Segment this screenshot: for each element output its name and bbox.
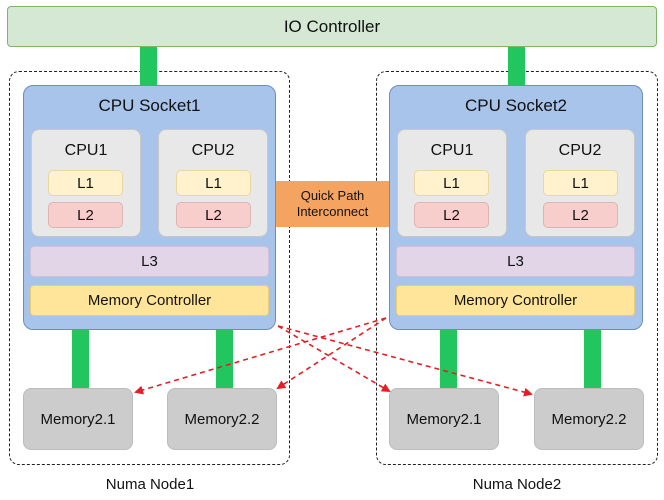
socket2-memory-controller: Memory Controller [396, 285, 635, 316]
numa2-memory-1: Memory2.1 [389, 388, 499, 450]
numa1-memory-1: Memory2.1 [23, 388, 133, 450]
mem-link-2-1 [440, 329, 457, 389]
socket2-cpu1-l1: L1 [414, 170, 489, 196]
l2-label: L2 [205, 206, 222, 224]
numa2-memory-2: Memory2.2 [534, 388, 644, 450]
mem-link-2-2 [584, 329, 601, 389]
numa1-memory-2: Memory2.2 [167, 388, 277, 450]
numa-node-1-label: Numa Node1 [105, 476, 195, 493]
memory-controller-label: Memory Controller [453, 292, 578, 309]
socket2-cpu1-l2: L2 [414, 202, 489, 228]
arrow-socket2-to-numa1-memory2 [276, 317, 387, 390]
interconnect-line-1: Quick Path [300, 188, 365, 203]
io-link-socket2 [508, 46, 525, 86]
io-controller: IO Controller [7, 6, 657, 47]
l2-label: L2 [77, 206, 94, 224]
l3-label: L3 [507, 253, 524, 270]
l1-label: L1 [205, 174, 222, 192]
socket2-cpu1-label: CPU1 [430, 142, 474, 159]
l2-label: L2 [443, 206, 460, 224]
socket2-cpu2-l1: L1 [543, 170, 618, 196]
memory-controller-label: Memory Controller [87, 292, 212, 309]
arrow-socket1-to-numa2-memory1 [277, 325, 391, 393]
socket1-l3: L3 [30, 246, 269, 277]
l3-label: L3 [141, 253, 158, 270]
l1-label: L1 [443, 174, 460, 192]
socket2-cpu2-label: CPU2 [558, 142, 602, 159]
io-link-socket1 [140, 46, 157, 86]
quick-path-interconnect: Quick Path Interconnect [276, 181, 389, 227]
mem-link-1-1 [72, 329, 89, 389]
socket2-l3: L3 [396, 246, 635, 277]
memory-label: Memory2.1 [40, 410, 116, 428]
socket1-cpu1-label: CPU1 [64, 142, 108, 159]
socket1-memory-controller: Memory Controller [30, 285, 269, 316]
cpu-socket-1-title: CPU Socket1 [98, 96, 201, 115]
socket1-cpu1-l1: L1 [48, 170, 123, 196]
socket2-cpu2-l2: L2 [543, 202, 618, 228]
memory-label: Memory2.2 [184, 410, 260, 428]
memory-label: Memory2.2 [551, 410, 627, 428]
memory-label: Memory2.1 [406, 410, 482, 428]
socket1-cpu2-l2: L2 [176, 202, 251, 228]
io-controller-label: IO Controller [283, 16, 381, 36]
cpu-socket-2-title: CPU Socket2 [464, 96, 568, 115]
l2-label: L2 [572, 206, 589, 224]
numa-node-2-label: Numa Node2 [472, 476, 562, 493]
l1-label: L1 [572, 174, 589, 192]
socket1-cpu2-label: CPU2 [191, 142, 235, 159]
socket1-cpu1-l2: L2 [48, 202, 123, 228]
l1-label: L1 [77, 174, 94, 192]
mem-link-1-2 [216, 329, 233, 389]
socket1-cpu2-l1: L1 [176, 170, 251, 196]
interconnect-line-2: Interconnect [296, 204, 369, 219]
